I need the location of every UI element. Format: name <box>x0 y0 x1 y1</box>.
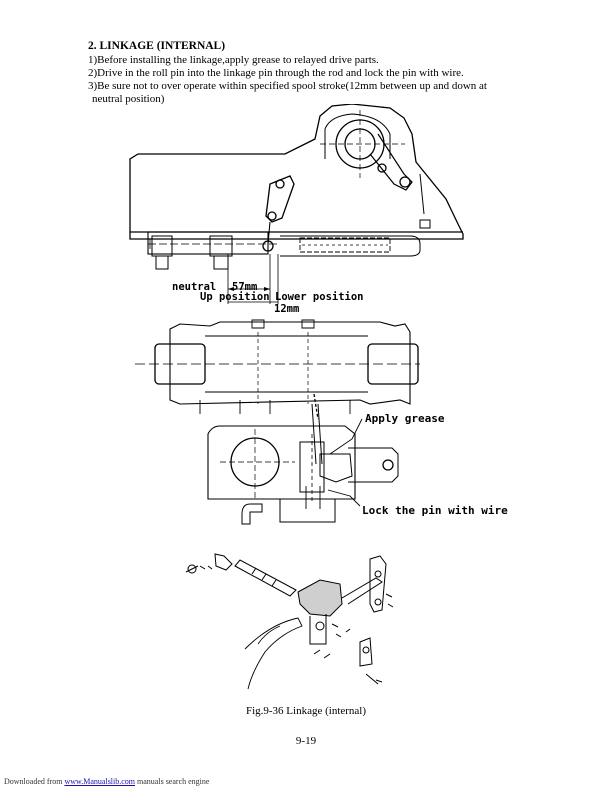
instruction-step-3: 3)Be sure not to over operate within spe… <box>88 80 487 92</box>
linkage-end-view <box>207 418 399 525</box>
label-up-position: Up position <box>200 291 270 303</box>
label-apply-grease: Apply grease <box>365 412 445 425</box>
instruction-step-3-continued: neutral position) <box>92 93 165 105</box>
manualslib-link[interactable]: www.Manualslib.com <box>64 777 136 786</box>
label-lower-position: Lower position <box>275 291 364 303</box>
figure-caption: Fig.9-36 Linkage (internal) <box>245 705 367 717</box>
housing-side-view <box>129 104 464 304</box>
footer-prefix: Downloaded from <box>4 777 65 786</box>
linkage-diagram: neutral 57mm Up position Lower position … <box>129 104 508 690</box>
label-neutral: neutral <box>172 281 216 293</box>
section-heading: 2. LINKAGE (INTERNAL) <box>88 40 226 52</box>
label-12mm: 12mm <box>274 303 299 315</box>
label-57mm: 57mm <box>232 281 257 293</box>
valve-body-top-view <box>135 319 420 465</box>
download-footer: Downloaded from www.Manualslib.com manua… <box>4 777 209 786</box>
label-lock-pin: Lock the pin with wire <box>362 504 508 517</box>
page-number: 9-19 <box>295 735 317 747</box>
instruction-step-1: 1)Before installing the linkage,apply gr… <box>88 54 379 66</box>
exploded-view <box>185 553 394 690</box>
footer-suffix: manuals search engine <box>135 777 210 786</box>
instruction-step-2: 2)Drive in the roll pin into the linkage… <box>88 67 464 79</box>
